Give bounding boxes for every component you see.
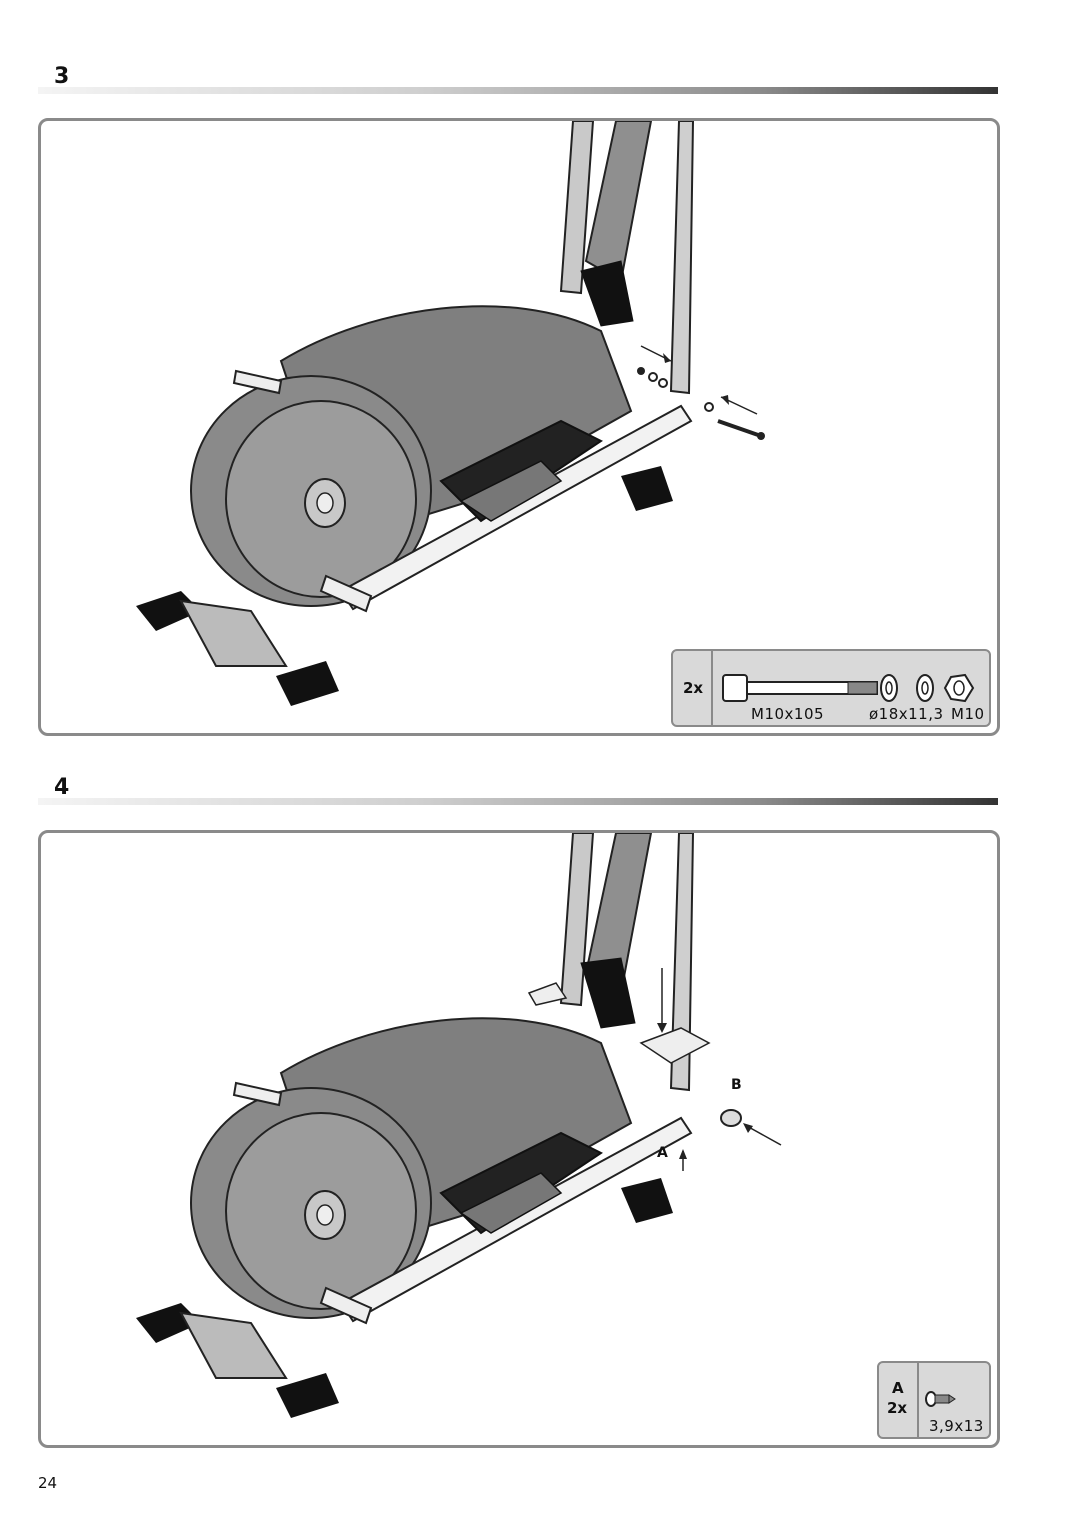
step-divider-bar	[38, 87, 998, 94]
step-number: 4	[54, 775, 70, 800]
bolt-washer-nut-icon	[722, 673, 975, 703]
step-3-header: 3	[38, 64, 998, 94]
parts-divider	[917, 1363, 919, 1437]
screw-icon	[925, 1391, 956, 1407]
nut-size-label: M10	[951, 705, 985, 723]
page-number: 24	[38, 1474, 58, 1492]
parts-letter: A	[892, 1379, 904, 1397]
step-4-illustration-panel: B A A 2x 3,9x13	[38, 830, 1000, 1448]
step-3-illustration-panel: 2x M10x105 ø18x11,3 M10	[38, 118, 1000, 736]
step-4-header: 4	[38, 775, 998, 805]
callout-b: B	[731, 1077, 742, 1093]
elliptical-trainer-illustration	[136, 121, 765, 706]
bolt-size-label: M10x105	[751, 705, 825, 723]
callout-a: A	[657, 1145, 668, 1161]
washer-size-label: ø18x11,3	[869, 705, 944, 723]
elliptical-trainer-illustration	[136, 833, 782, 1418]
step-number: 3	[54, 64, 70, 89]
step-divider-bar	[38, 798, 998, 805]
hardware-parts-box: A 2x 3,9x13	[877, 1361, 991, 1439]
screw-size-label: 3,9x13	[929, 1417, 984, 1435]
hardware-parts-box: 2x M10x105 ø18x11,3 M10	[671, 649, 991, 727]
parts-divider	[711, 651, 713, 725]
parts-quantity: 2x	[887, 1399, 908, 1417]
parts-quantity: 2x	[683, 679, 704, 697]
